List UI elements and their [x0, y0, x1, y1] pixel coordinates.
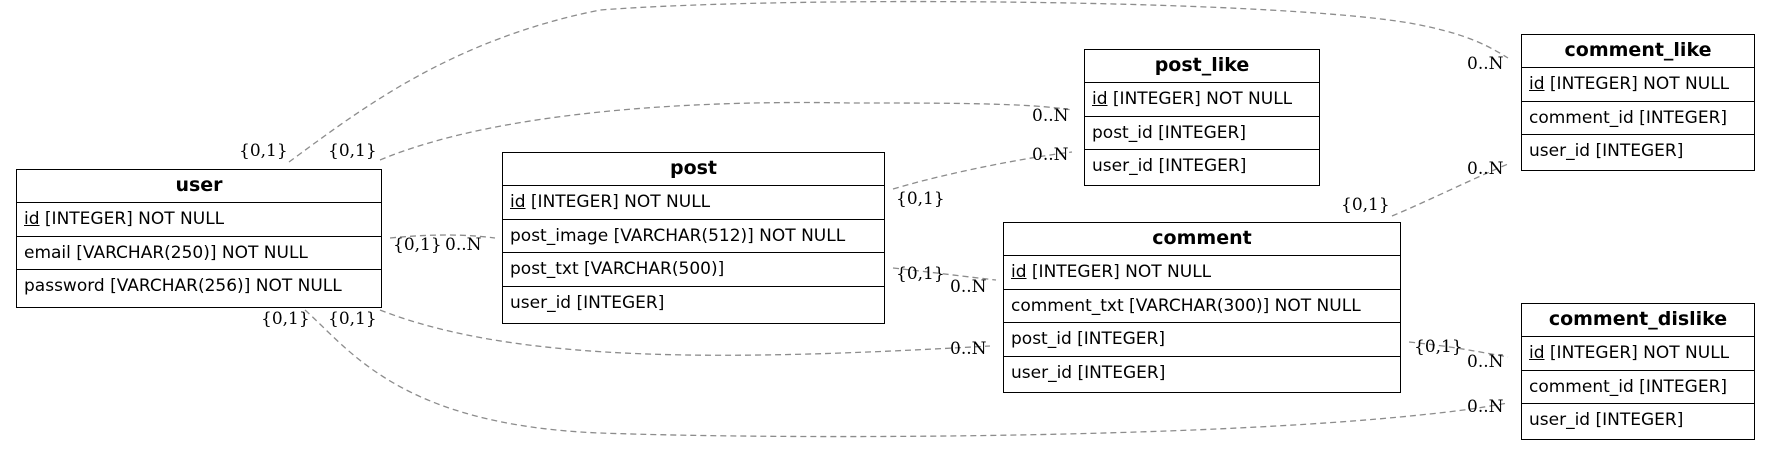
rel-post-post-like: [892, 151, 1073, 190]
primary-key: id: [510, 192, 526, 212]
cardinality-label: {0,1}: [261, 309, 310, 329]
entity-title: user: [17, 170, 381, 203]
field-definition: user_id [INTEGER]: [1011, 362, 1166, 383]
field-row: id [INTEGER] NOT NULL: [1522, 337, 1754, 371]
field-row: id [INTEGER] NOT NULL: [1085, 83, 1319, 117]
entity-comment: comment id [INTEGER] NOT NULL comment_tx…: [1003, 222, 1401, 393]
cardinality-label: {0,1}: [328, 309, 377, 329]
field-row: id [INTEGER] NOT NULL: [1522, 68, 1754, 102]
field-row: id [INTEGER] NOT NULL: [503, 186, 884, 220]
rel-user-post-like: [379, 101, 1073, 161]
cardinality-label: {0,1}: [328, 141, 377, 161]
field-row: post_txt [VARCHAR(500)]: [503, 253, 884, 287]
field-definition: [INTEGER] NOT NULL: [1544, 74, 1730, 94]
field-row: id [INTEGER] NOT NULL: [17, 203, 381, 237]
field-definition: user_id [INTEGER]: [510, 292, 665, 313]
primary-key: id: [1092, 89, 1108, 109]
rel-post-comment: [892, 267, 997, 281]
field-definition: [INTEGER] NOT NULL: [1026, 262, 1212, 282]
entity-comment-like: comment_like id [INTEGER] NOT NULL comme…: [1521, 34, 1755, 171]
rel-comment-comment-dislike: [1408, 341, 1509, 358]
cardinality-label: 0..N: [1467, 54, 1504, 74]
field-row: user_id [INTEGER]: [1085, 150, 1319, 184]
field-row: comment_id [INTEGER]: [1522, 371, 1754, 404]
rel-user-comment-like: [288, 0, 1509, 163]
field-row: comment_txt [VARCHAR(300)] NOT NULL: [1004, 290, 1400, 323]
cardinality-label: {0,1}: [393, 235, 442, 255]
primary-key: id: [1529, 343, 1545, 363]
field-definition: [INTEGER] NOT NULL: [1544, 343, 1730, 363]
primary-key: id: [1529, 74, 1545, 94]
field-row: user_id [INTEGER]: [503, 287, 884, 321]
field-definition: email [VARCHAR(250)] NOT NULL: [24, 242, 308, 263]
cardinality-label: 0..N: [1467, 397, 1504, 417]
field-row: user_id [INTEGER]: [1522, 404, 1754, 438]
field-definition: post_txt [VARCHAR(500)]: [510, 259, 725, 279]
cardinality-label: 0..N: [1032, 106, 1069, 126]
field-row: user_id [INTEGER]: [1522, 135, 1754, 169]
field-definition: user_id [INTEGER]: [1092, 156, 1247, 176]
cardinality-label: 0..N: [1467, 352, 1504, 372]
field-row: user_id [INTEGER]: [1004, 357, 1400, 391]
field-definition: comment_txt [VARCHAR(300)] NOT NULL: [1011, 295, 1361, 316]
field-row: email [VARCHAR(250)] NOT NULL: [17, 237, 381, 270]
rel-comment-comment-like: [1391, 163, 1509, 217]
entity-title: comment: [1004, 223, 1400, 256]
field-row: id [INTEGER] NOT NULL: [1004, 256, 1400, 290]
entity-title: comment_dislike: [1522, 304, 1754, 337]
primary-key: id: [1011, 262, 1027, 282]
rel-user-post: [389, 234, 496, 239]
field-definition: [INTEGER] NOT NULL: [39, 209, 225, 229]
cardinality-label: {0,1}: [896, 189, 945, 209]
field-row: post_image [VARCHAR(512)] NOT NULL: [503, 220, 884, 253]
entity-user: user id [INTEGER] NOT NULL email [VARCHA…: [16, 169, 382, 308]
field-row: comment_id [INTEGER]: [1522, 102, 1754, 135]
field-definition: comment_id [INTEGER]: [1529, 107, 1728, 128]
field-definition: user_id [INTEGER]: [1529, 410, 1684, 430]
cardinality-label: {0,1}: [1414, 337, 1463, 357]
entity-title: post: [503, 153, 884, 186]
field-definition: user_id [INTEGER]: [1529, 141, 1684, 161]
entity-title: post_like: [1085, 50, 1319, 83]
field-definition: [INTEGER] NOT NULL: [1107, 89, 1293, 109]
cardinality-label: 0..N: [950, 339, 987, 359]
field-definition: [INTEGER] NOT NULL: [525, 192, 711, 212]
entity-post-like: post_like id [INTEGER] NOT NULL post_id …: [1084, 49, 1320, 186]
field-definition: post_id [INTEGER]: [1011, 329, 1165, 349]
cardinality-label: {0,1}: [1341, 195, 1390, 215]
field-row: post_id [INTEGER]: [1085, 117, 1319, 150]
rel-user-comment: [379, 309, 991, 356]
cardinality-label: 0..N: [445, 235, 482, 255]
field-row: post_id [INTEGER]: [1004, 323, 1400, 357]
cardinality-label: 0..N: [950, 277, 987, 297]
cardinality-label: {0,1}: [239, 141, 288, 161]
cardinality-label: {0,1}: [896, 264, 945, 284]
entity-comment-dislike: comment_dislike id [INTEGER] NOT NULL co…: [1521, 303, 1755, 440]
field-definition: post_image [VARCHAR(512)] NOT NULL: [510, 225, 846, 246]
rel-user-comment-dislike: [304, 309, 1509, 438]
field-definition: comment_id [INTEGER]: [1529, 376, 1728, 397]
entity-title: comment_like: [1522, 35, 1754, 68]
entity-post: post id [INTEGER] NOT NULL post_image [V…: [502, 152, 885, 324]
cardinality-label: 0..N: [1032, 145, 1069, 165]
field-definition: password [VARCHAR(256)] NOT NULL: [24, 276, 342, 296]
field-definition: post_id [INTEGER]: [1092, 122, 1246, 143]
field-row: password [VARCHAR(256)] NOT NULL: [17, 270, 381, 304]
cardinality-label: 0..N: [1467, 159, 1504, 179]
primary-key: id: [24, 209, 40, 229]
